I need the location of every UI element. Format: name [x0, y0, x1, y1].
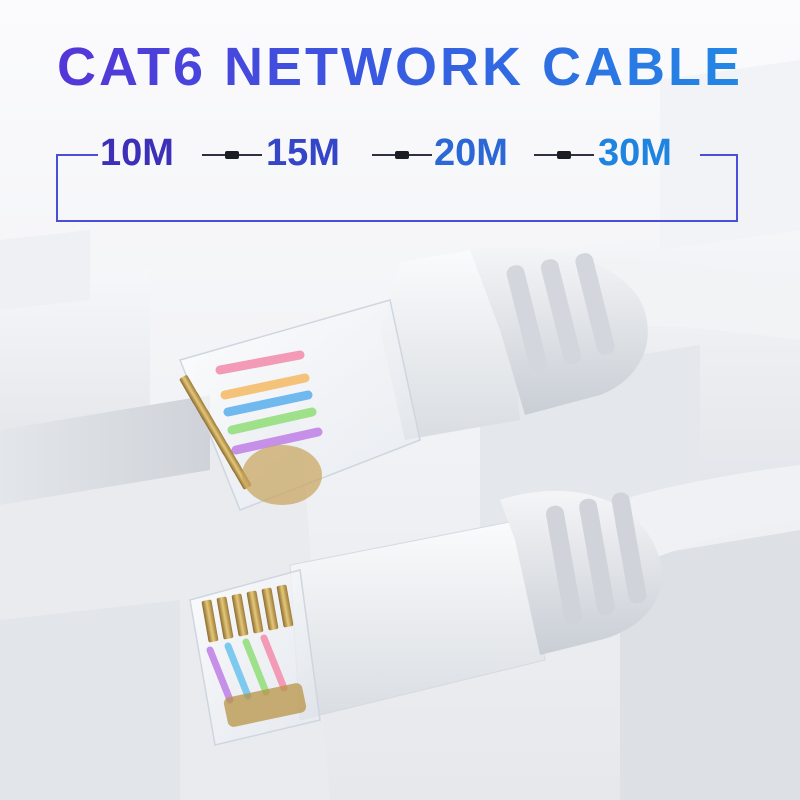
length-option: 30M [598, 132, 672, 174]
headline: CAT6 NETWORK CABLE [0, 36, 800, 98]
upper-cable [178, 246, 800, 511]
length-option: 20M [434, 132, 508, 174]
bracket-top-right [700, 154, 738, 156]
length-option: 10M [100, 132, 174, 174]
connector-line [372, 151, 432, 159]
length-option: 15M [266, 132, 340, 174]
bracket-top-left [56, 154, 98, 156]
connector-line [534, 151, 594, 159]
lower-cable [189, 465, 800, 746]
length-bracket [56, 154, 738, 222]
connector-line [202, 151, 262, 159]
